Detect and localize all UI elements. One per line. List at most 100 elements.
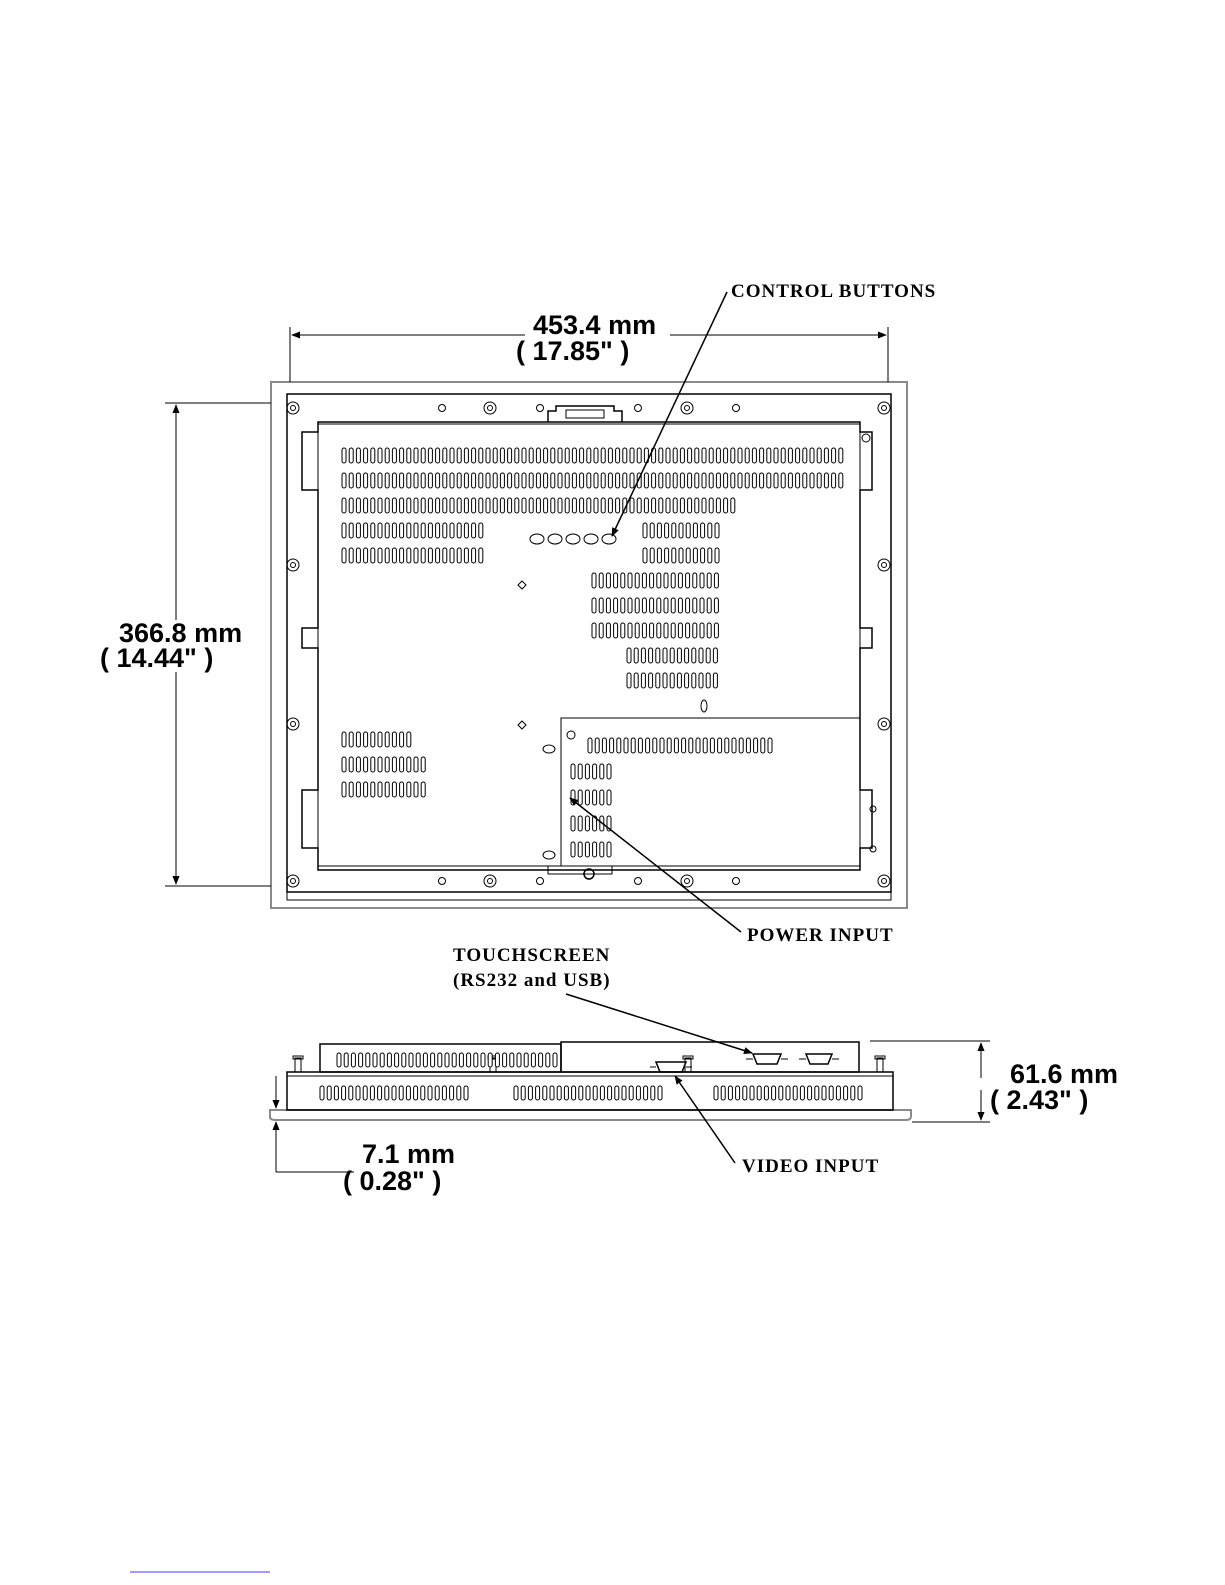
vent-slot (666, 473, 670, 488)
vent-slot (510, 1053, 514, 1067)
vent-slot (716, 448, 720, 463)
vent-slot (635, 598, 639, 613)
vent-slot (399, 1086, 403, 1100)
mounting-screw (878, 718, 890, 730)
vent-slot (464, 498, 468, 513)
vent-slot (663, 673, 667, 688)
vent-slot (659, 448, 663, 463)
vent-slot (630, 448, 634, 463)
vent-slot (628, 623, 632, 638)
vent-slot (373, 1053, 377, 1067)
vent-slot (414, 757, 418, 772)
vent-slot (644, 473, 648, 488)
mounting-screw-center (291, 879, 296, 884)
vent-slot (565, 473, 569, 488)
vent-slot (772, 1086, 776, 1100)
vent-slot (371, 498, 375, 513)
vent-slot (601, 498, 605, 513)
mounting-screw (484, 402, 496, 414)
vent-slot (364, 782, 368, 797)
vent-slot (601, 448, 605, 463)
vent-slot (450, 498, 454, 513)
vent-slot (493, 448, 497, 463)
vent-slot (659, 498, 663, 513)
width-inch-label: ( 17.85" ) (516, 336, 629, 366)
vent-slot (385, 1086, 389, 1100)
vent-slot (349, 757, 353, 772)
vent-slot (438, 1053, 442, 1067)
vent-slot (650, 623, 654, 638)
vent-slot (786, 1086, 790, 1100)
vent-slot (364, 732, 368, 747)
vent-slot (706, 648, 710, 663)
vent-slot (409, 1053, 413, 1067)
vent-slot (572, 498, 576, 513)
vent-slot (672, 548, 676, 563)
vent-slot (585, 790, 589, 805)
vent-slot (486, 448, 490, 463)
vent-slot (400, 473, 404, 488)
vent-slot (693, 548, 697, 563)
vent-slot (378, 1086, 382, 1100)
vent-slot (844, 1086, 848, 1100)
vent-slot (817, 448, 821, 463)
vent-slot (641, 648, 645, 663)
vent-slot (810, 448, 814, 463)
vent-slot (699, 648, 703, 663)
vent-slot (378, 757, 382, 772)
vent-slot (359, 1053, 363, 1067)
vent-slot (657, 548, 661, 563)
vent-slot (421, 448, 425, 463)
vent-slot (585, 816, 589, 831)
vent-slot (631, 738, 635, 753)
vent-slot (400, 448, 404, 463)
vent-slot (621, 623, 625, 638)
mounting-hole (439, 405, 446, 412)
vent-slot (421, 548, 425, 563)
mounting-screw-center (488, 406, 493, 411)
vent-slot (407, 757, 411, 772)
mounting-screw-center (685, 879, 690, 884)
vent-slot (342, 548, 346, 563)
vent-slot (649, 673, 653, 688)
vent-slot (572, 473, 576, 488)
control-buttons (530, 534, 616, 544)
vent-slot (400, 732, 404, 747)
vent-slot (435, 1086, 439, 1100)
vent-slot (600, 790, 604, 805)
power-input-callout: POWER INPUT (570, 798, 894, 946)
vent-slot (364, 757, 368, 772)
vent-slot (602, 738, 606, 753)
vent-slot (571, 816, 575, 831)
vent-slot (615, 1086, 619, 1100)
vent-slot (822, 1086, 826, 1100)
vent-slot (678, 573, 682, 588)
vent-slot (486, 473, 490, 488)
vent-slot (754, 738, 758, 753)
vent-slot (623, 473, 627, 488)
vent-slot (680, 473, 684, 488)
video-input-connector (650, 1062, 692, 1072)
vent-slot (630, 498, 634, 513)
vent-slot (673, 473, 677, 488)
vent-slot (457, 473, 461, 488)
vent-slot (808, 1086, 812, 1100)
vent-slot (696, 738, 700, 753)
vent-slot (392, 757, 396, 772)
mounting-hole (635, 878, 642, 885)
vent-slot (601, 473, 605, 488)
touchscreen-connector (746, 1054, 788, 1064)
mounting-hole (537, 405, 544, 412)
vent-slot (578, 816, 582, 831)
vent-slot (392, 448, 396, 463)
vent-slot (431, 1053, 435, 1067)
vent-slot (349, 498, 353, 513)
vent-slot (761, 738, 765, 753)
vent-slot (731, 448, 735, 463)
vent-slot (608, 1086, 612, 1100)
vent-slot (621, 598, 625, 613)
vent-slot (457, 448, 461, 463)
vent-slot (686, 573, 690, 588)
vent-slot (663, 648, 667, 663)
bezel-mm-label: 7.1 mm (362, 1139, 455, 1169)
